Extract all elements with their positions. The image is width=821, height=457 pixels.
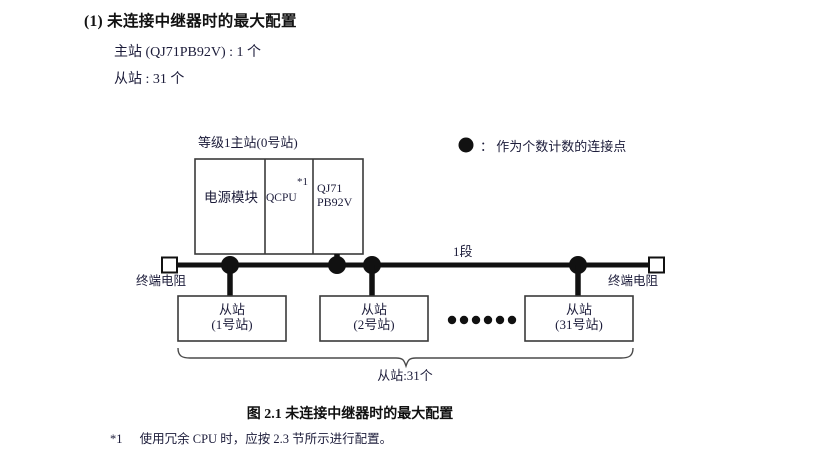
slave-2-line2: (2号站)	[353, 317, 395, 333]
master-station-title: 等级1主站(0号站)	[198, 135, 298, 150]
segment-label: 1段	[453, 244, 473, 259]
page-title: (1) 未连接中继器时的最大配置	[84, 9, 297, 31]
spec-slave-count: 从站 : 31 个	[114, 72, 185, 87]
qcpu-footnote-mark: *1	[297, 176, 308, 188]
footnote-text: 使用冗余 CPU 时，应按 2.3 节所示进行配置。	[139, 432, 393, 446]
qj71pb92v-module-label: QJ71 PB92V	[317, 181, 352, 209]
section-number: (1)	[84, 13, 103, 30]
slave-station-box	[524, 295, 634, 342]
connection-point-dot	[328, 256, 346, 274]
qj71pb92v-line1: QJ71	[317, 181, 343, 195]
slave-31-line1: 从站	[565, 302, 592, 317]
spec-master-count: 主站 (QJ71PB92V) : 1 个	[114, 45, 262, 60]
qcpu-module-label: QCPU	[266, 192, 297, 204]
slave-station-box	[319, 295, 429, 342]
footnote: *1 使用冗余 CPU 时，应按 2.3 节所示进行配置。	[110, 428, 392, 447]
section-title: 未连接中继器时的最大配置	[107, 13, 297, 30]
terminator-left-label: 终端电阻	[136, 274, 187, 288]
terminator-right-icon	[648, 256, 665, 274]
slave-31-line2: (31号站)	[555, 317, 603, 333]
slave-station-31-label: 从站 (31号站)	[525, 302, 633, 333]
slave-1-line2: (1号站)	[211, 317, 253, 333]
ellipsis-dots-icon	[447, 315, 517, 325]
slave-station-2-label: 从站 (2号站)	[320, 302, 428, 333]
qj71pb92v-line2: PB92V	[317, 195, 353, 210]
terminator-right-label: 终端电阻	[608, 274, 659, 288]
master-rack	[194, 158, 364, 255]
slave-2-line1: 从站	[360, 302, 387, 317]
slave-1-line1: 从站	[218, 302, 245, 317]
slave-station-box	[177, 295, 287, 342]
figure-caption: 图 2.1 未连接中继器时的最大配置	[246, 407, 454, 422]
legend-dot-icon	[458, 137, 474, 153]
slave-station-1-label: 从站 (1号站)	[178, 302, 286, 333]
footnote-mark: *1	[110, 432, 123, 446]
power-module-label: 电源模块	[204, 190, 258, 205]
slave-group-brace	[177, 347, 634, 369]
terminator-left-icon	[161, 256, 178, 274]
slave-group-count-label: 从站:31个	[377, 368, 433, 383]
legend-label: ： 作为个数计数的连接点	[480, 139, 627, 154]
